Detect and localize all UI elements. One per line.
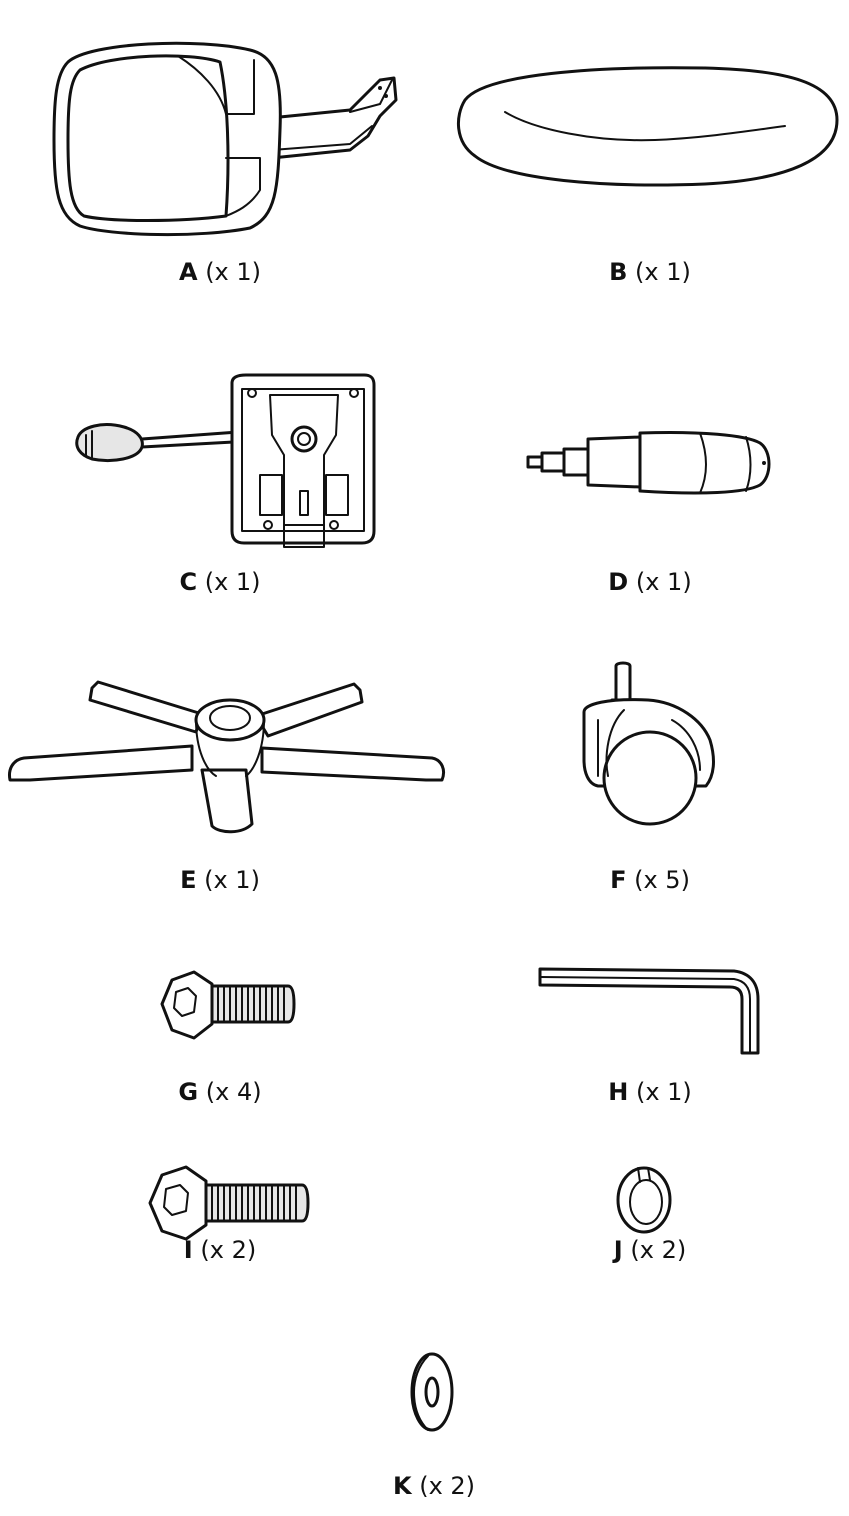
label-h: H (x 1) [530,1078,770,1106]
part-letter: K [392,1472,412,1500]
star-base-icon [6,680,446,832]
part-qty: (x 1) [204,568,261,596]
part-letter: H [608,1078,629,1106]
part-letter: C [179,568,198,596]
part-f [578,660,718,830]
long-bolt-icon [146,1163,312,1243]
part-letter: I [183,1236,193,1264]
part-d [520,425,780,505]
part-h [538,965,768,1060]
part-qty: (x 4) [205,1078,262,1106]
part-letter: G [178,1078,199,1106]
part-letter: F [610,866,627,894]
part-qty: (x 2) [419,1472,476,1500]
label-d: D (x 1) [530,568,770,596]
part-letter: A [178,258,198,286]
part-letter: J [613,1236,623,1264]
allen-key-icon [538,965,768,1060]
part-qty: (x 1) [204,866,260,894]
part-c [72,375,382,550]
part-letter: E [180,866,197,894]
label-k: K (x 2) [314,1472,554,1500]
label-f: F (x 5) [530,866,770,894]
part-a [50,40,410,240]
label-j: J (x 2) [530,1236,770,1264]
part-g [158,968,298,1042]
label-e: E (x 1) [100,866,340,894]
part-qty: (x 2) [200,1236,257,1264]
label-b: B (x 1) [530,258,770,286]
label-c: C (x 1) [100,568,340,596]
gas-cylinder-icon [520,425,780,505]
part-e [6,680,446,832]
label-i: I (x 2) [100,1236,340,1264]
part-qty: (x 1) [635,1078,692,1106]
part-letter: D [608,568,629,596]
tilt-mechanism-icon [72,375,382,550]
washer-icon [406,1346,456,1436]
short-bolt-icon [158,968,298,1042]
part-i [146,1163,312,1243]
split-ring-icon [610,1160,680,1238]
part-k [406,1346,456,1436]
seat-cushion-icon [455,60,845,190]
part-letter: B [609,258,628,286]
chair-backrest-icon [50,40,410,240]
part-j [610,1160,680,1238]
part-qty: (x 1) [205,258,262,286]
caster-wheel-icon [578,660,718,830]
label-g: G (x 4) [100,1078,340,1106]
part-qty: (x 1) [635,258,691,286]
part-b [455,60,845,190]
part-qty: (x 1) [635,568,692,596]
part-qty: (x 5) [634,866,690,894]
part-qty: (x 2) [630,1236,687,1264]
label-a: A (x 1) [100,258,340,286]
